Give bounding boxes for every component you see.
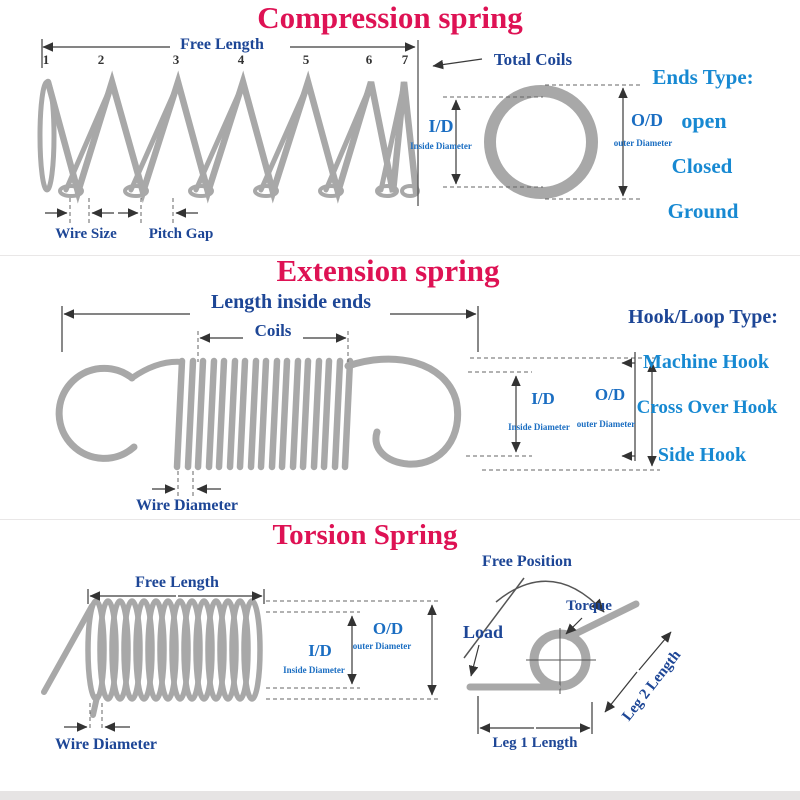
compression-od-sublabel: outer Diameter	[613, 138, 673, 148]
torsion-dimensions	[64, 577, 672, 734]
load-label: Load	[462, 622, 504, 642]
torsion-id-sublabel: Inside Diameter	[283, 665, 345, 675]
free-length-label: Free Length	[180, 36, 264, 53]
coil-number-2: 2	[97, 52, 105, 67]
compression-title: Compression spring	[257, 0, 523, 35]
total-coils-label: Total Coils	[493, 50, 573, 69]
compression-od-label: O/D	[630, 110, 664, 130]
torsion-spring-drawing	[41, 598, 640, 718]
torsion-id-label: I/D	[308, 641, 332, 660]
free-position-label: Free Position	[482, 553, 572, 570]
extension-id-label: I/D	[531, 389, 555, 408]
length-inside-ends-label: Length inside ends	[210, 291, 372, 313]
wire-size-label: Wire Size	[55, 226, 117, 242]
extension-od-label: O/D	[594, 385, 626, 404]
extension-wire-diameter-label: Wire Diameter	[135, 497, 239, 514]
coil-number-6: 6	[365, 52, 373, 67]
extension-dimensions	[61, 306, 660, 497]
end-type-closed: Closed	[671, 154, 733, 178]
coil-number-7: 7	[401, 52, 409, 67]
coils-label: Coils	[254, 321, 292, 340]
torsion-od-label: O/D	[372, 619, 404, 638]
coil-number-5: 5	[302, 52, 310, 67]
compression-id-label: I/D	[428, 116, 454, 136]
torsion-title: Torsion Spring	[272, 519, 458, 551]
compression-dimensions	[41, 39, 641, 223]
torsion-free-length-label: Free Length	[135, 574, 219, 591]
extension-title: Extension spring	[276, 253, 500, 288]
hook-type-side: Side Hook	[657, 444, 747, 466]
hook-type-machine: Machine Hook	[642, 351, 770, 373]
extension-od-sublabel: outer Diameter	[576, 419, 636, 429]
ends-type-heading: Ends Type:	[652, 65, 754, 89]
hook-type-cross-over: Cross Over Hook	[636, 397, 778, 418]
end-type-open: open	[681, 108, 727, 133]
coil-number-3: 3	[172, 52, 180, 67]
pitch-gap-label: Pitch Gap	[148, 226, 214, 242]
end-type-ground: Ground	[667, 199, 739, 223]
leg1-length-label: Leg 1 Length	[492, 735, 578, 751]
coil-number-1: 1	[42, 52, 50, 67]
compression-spring-drawing	[37, 70, 598, 204]
compression-id-sublabel: Inside Diameter	[410, 141, 472, 151]
torsion-od-sublabel: outer Diameter	[352, 641, 412, 651]
coil-number-4: 4	[237, 52, 245, 67]
extension-id-sublabel: Inside Diameter	[508, 422, 570, 432]
extension-spring-drawing	[55, 355, 461, 471]
torque-label: Torque	[566, 598, 612, 614]
section-separators	[0, 255, 800, 800]
torsion-wire-diameter-label: Wire Diameter	[54, 736, 158, 753]
hook-type-heading: Hook/Loop Type:	[628, 306, 778, 328]
